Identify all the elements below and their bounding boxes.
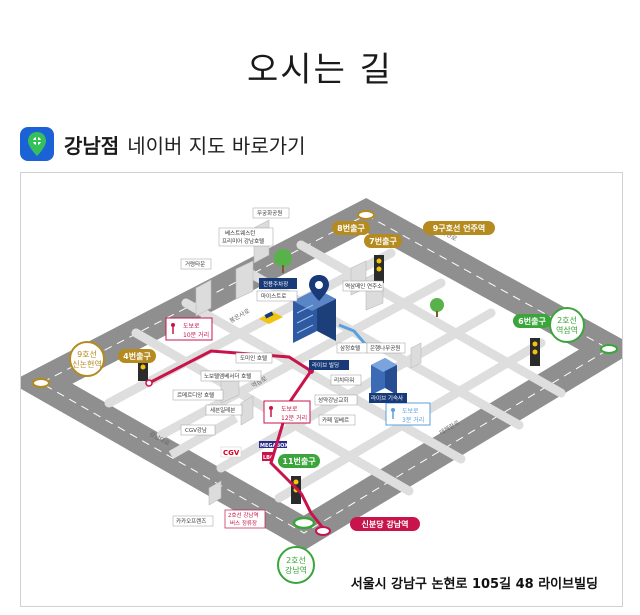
label-rich-tower: 리치타워 <box>334 376 354 384</box>
route-from-exit11 <box>269 370 313 495</box>
svg-text:11번출구: 11번출구 <box>282 456 316 466</box>
map-pin-icon[interactable] <box>20 127 54 161</box>
walk-badge-12min: 도보로 12분 거리 <box>263 400 311 424</box>
svg-text:7번출구: 7번출구 <box>369 236 397 246</box>
naver-map-link[interactable]: 네이버 지도 바로가기 <box>127 133 306 158</box>
exit-tag-8: 8번출구 <box>332 221 370 235</box>
address-text: 서울시 강남구 논현로 105길 48 라이브빌딩 <box>350 577 598 592</box>
live-building-tower <box>293 289 336 343</box>
exit-tag-6: 6번출구 <box>513 314 551 328</box>
svg-text:신분당 강남역: 신분당 강남역 <box>362 519 409 529</box>
cgv-logo: CGV <box>220 446 242 458</box>
label-cafe: 카페 일베르 <box>322 416 349 424</box>
station-badge-yeoksam: 2호선 역삼역 <box>549 307 585 343</box>
svg-text:9호선: 9호선 <box>77 350 97 359</box>
svg-text:10분 거리: 10분 거리 <box>183 331 209 339</box>
label-novotel: 노보텔엠베서더 호텔 <box>204 372 251 380</box>
svg-text:8번출구: 8번출구 <box>337 223 365 233</box>
label-meridien: 르메르디앙 호텔 <box>177 391 214 399</box>
label-cgv-gangnam: CGV강남 <box>185 426 207 434</box>
map-pin-icon <box>309 275 329 301</box>
svg-text:역삼역: 역삼역 <box>556 325 578 335</box>
label-ginkgo-park: 은행나무공원 <box>370 344 400 352</box>
walk-badge-3min: 도보로 3분 거리 <box>385 402 431 426</box>
label-kakao-friends: 카카오프렌즈 <box>176 517 206 525</box>
svg-text:MEGABOX: MEGABOX <box>260 443 288 449</box>
label-bestwestern: 베스트웨스턴 <box>225 229 255 237</box>
label-live-dorm: 라이브 기숙사 <box>371 394 403 402</box>
station-markers <box>32 210 618 536</box>
naver-map-link-bar[interactable]: 강남점 네이버 지도 바로가기 <box>20 126 306 162</box>
route-from-sinbundang <box>299 492 325 529</box>
megabox-logo: MEGABOX <box>259 441 288 449</box>
svg-text:프리미어 강남호텔: 프리미어 강남호텔 <box>222 237 264 245</box>
svg-text:6번출구: 6번출구 <box>518 316 546 326</box>
page-title: 오시는 길 <box>247 50 393 90</box>
label-seven-eleven: 세븐일레븐 <box>210 406 235 414</box>
label-church: 성약강남교회 <box>318 396 348 404</box>
exit-tag-11: 11번출구 <box>278 454 320 468</box>
label-bus-stop: 2호선 강남역 <box>228 511 259 519</box>
svg-text:2호선: 2호선 <box>286 556 306 565</box>
svg-text:강남역: 강남역 <box>285 565 307 575</box>
road-centerline <box>39 214 611 534</box>
svg-text:CGV: CGV <box>223 449 240 457</box>
svg-text:LBC: LBC <box>263 455 274 461</box>
label-samjung-hotel: 삼정호텔 <box>340 344 360 352</box>
store-name[interactable]: 강남점 <box>64 133 120 158</box>
live-dorm-tower <box>371 358 397 395</box>
label-dormy-inn: 도미인 호텔 <box>240 354 267 362</box>
label-maestro: 마이스트로 <box>261 292 286 300</box>
svg-text:4번출구: 4번출구 <box>123 351 151 361</box>
svg-text:도보로: 도보로 <box>402 408 419 415</box>
label-georyeong: 거령타운 <box>185 260 205 268</box>
station-badge-sinnonhyeon: 9호선 신논현역 <box>69 341 105 377</box>
road-label-bongeunsa: 봉은사로 <box>228 307 252 325</box>
label-mugung-park: 무궁화공원 <box>257 209 282 217</box>
car-icon <box>259 311 283 324</box>
exit-tag-sinbundang: 신분당 강남역 <box>350 517 420 531</box>
exit-tag-4: 4번출구 <box>118 349 156 363</box>
tree-icon <box>430 298 444 317</box>
exit-tag-9-eonju: 9구호선 언주역 <box>423 221 495 235</box>
tree-icon <box>274 249 292 273</box>
label-parking: 전용주차장 <box>263 280 288 288</box>
svg-text:9구호선 언주역: 9구호선 언주역 <box>433 223 486 233</box>
svg-text:도보로: 도보로 <box>183 323 200 330</box>
station-badge-gangnam: 2호선 강남역 <box>277 546 315 584</box>
roads <box>21 197 622 551</box>
lbc-logo: LBC <box>262 452 274 461</box>
walk-badge-10min: 도보로 10분 거리 <box>165 317 213 341</box>
label-live-building: 라이브 빌딩 <box>312 361 339 369</box>
location-map: 강남대로 테헤란로 논현로 봉은사로 역삼로 <box>20 172 623 607</box>
svg-text:12분 거리: 12분 거리 <box>281 414 307 422</box>
exit-tag-7: 7번출구 <box>364 234 402 248</box>
svg-text:버스 정류장: 버스 정류장 <box>230 519 257 527</box>
svg-text:도보로: 도보로 <box>281 406 298 413</box>
svg-text:신논현역: 신논현역 <box>72 359 101 369</box>
map-illustration: 강남대로 테헤란로 논현로 봉은사로 역삼로 <box>21 197 622 584</box>
svg-text:3분 거리: 3분 거리 <box>402 416 424 424</box>
label-yeoksam-main: 역삼메인 연주소 <box>345 282 382 290</box>
svg-text:2호선: 2호선 <box>557 316 577 325</box>
